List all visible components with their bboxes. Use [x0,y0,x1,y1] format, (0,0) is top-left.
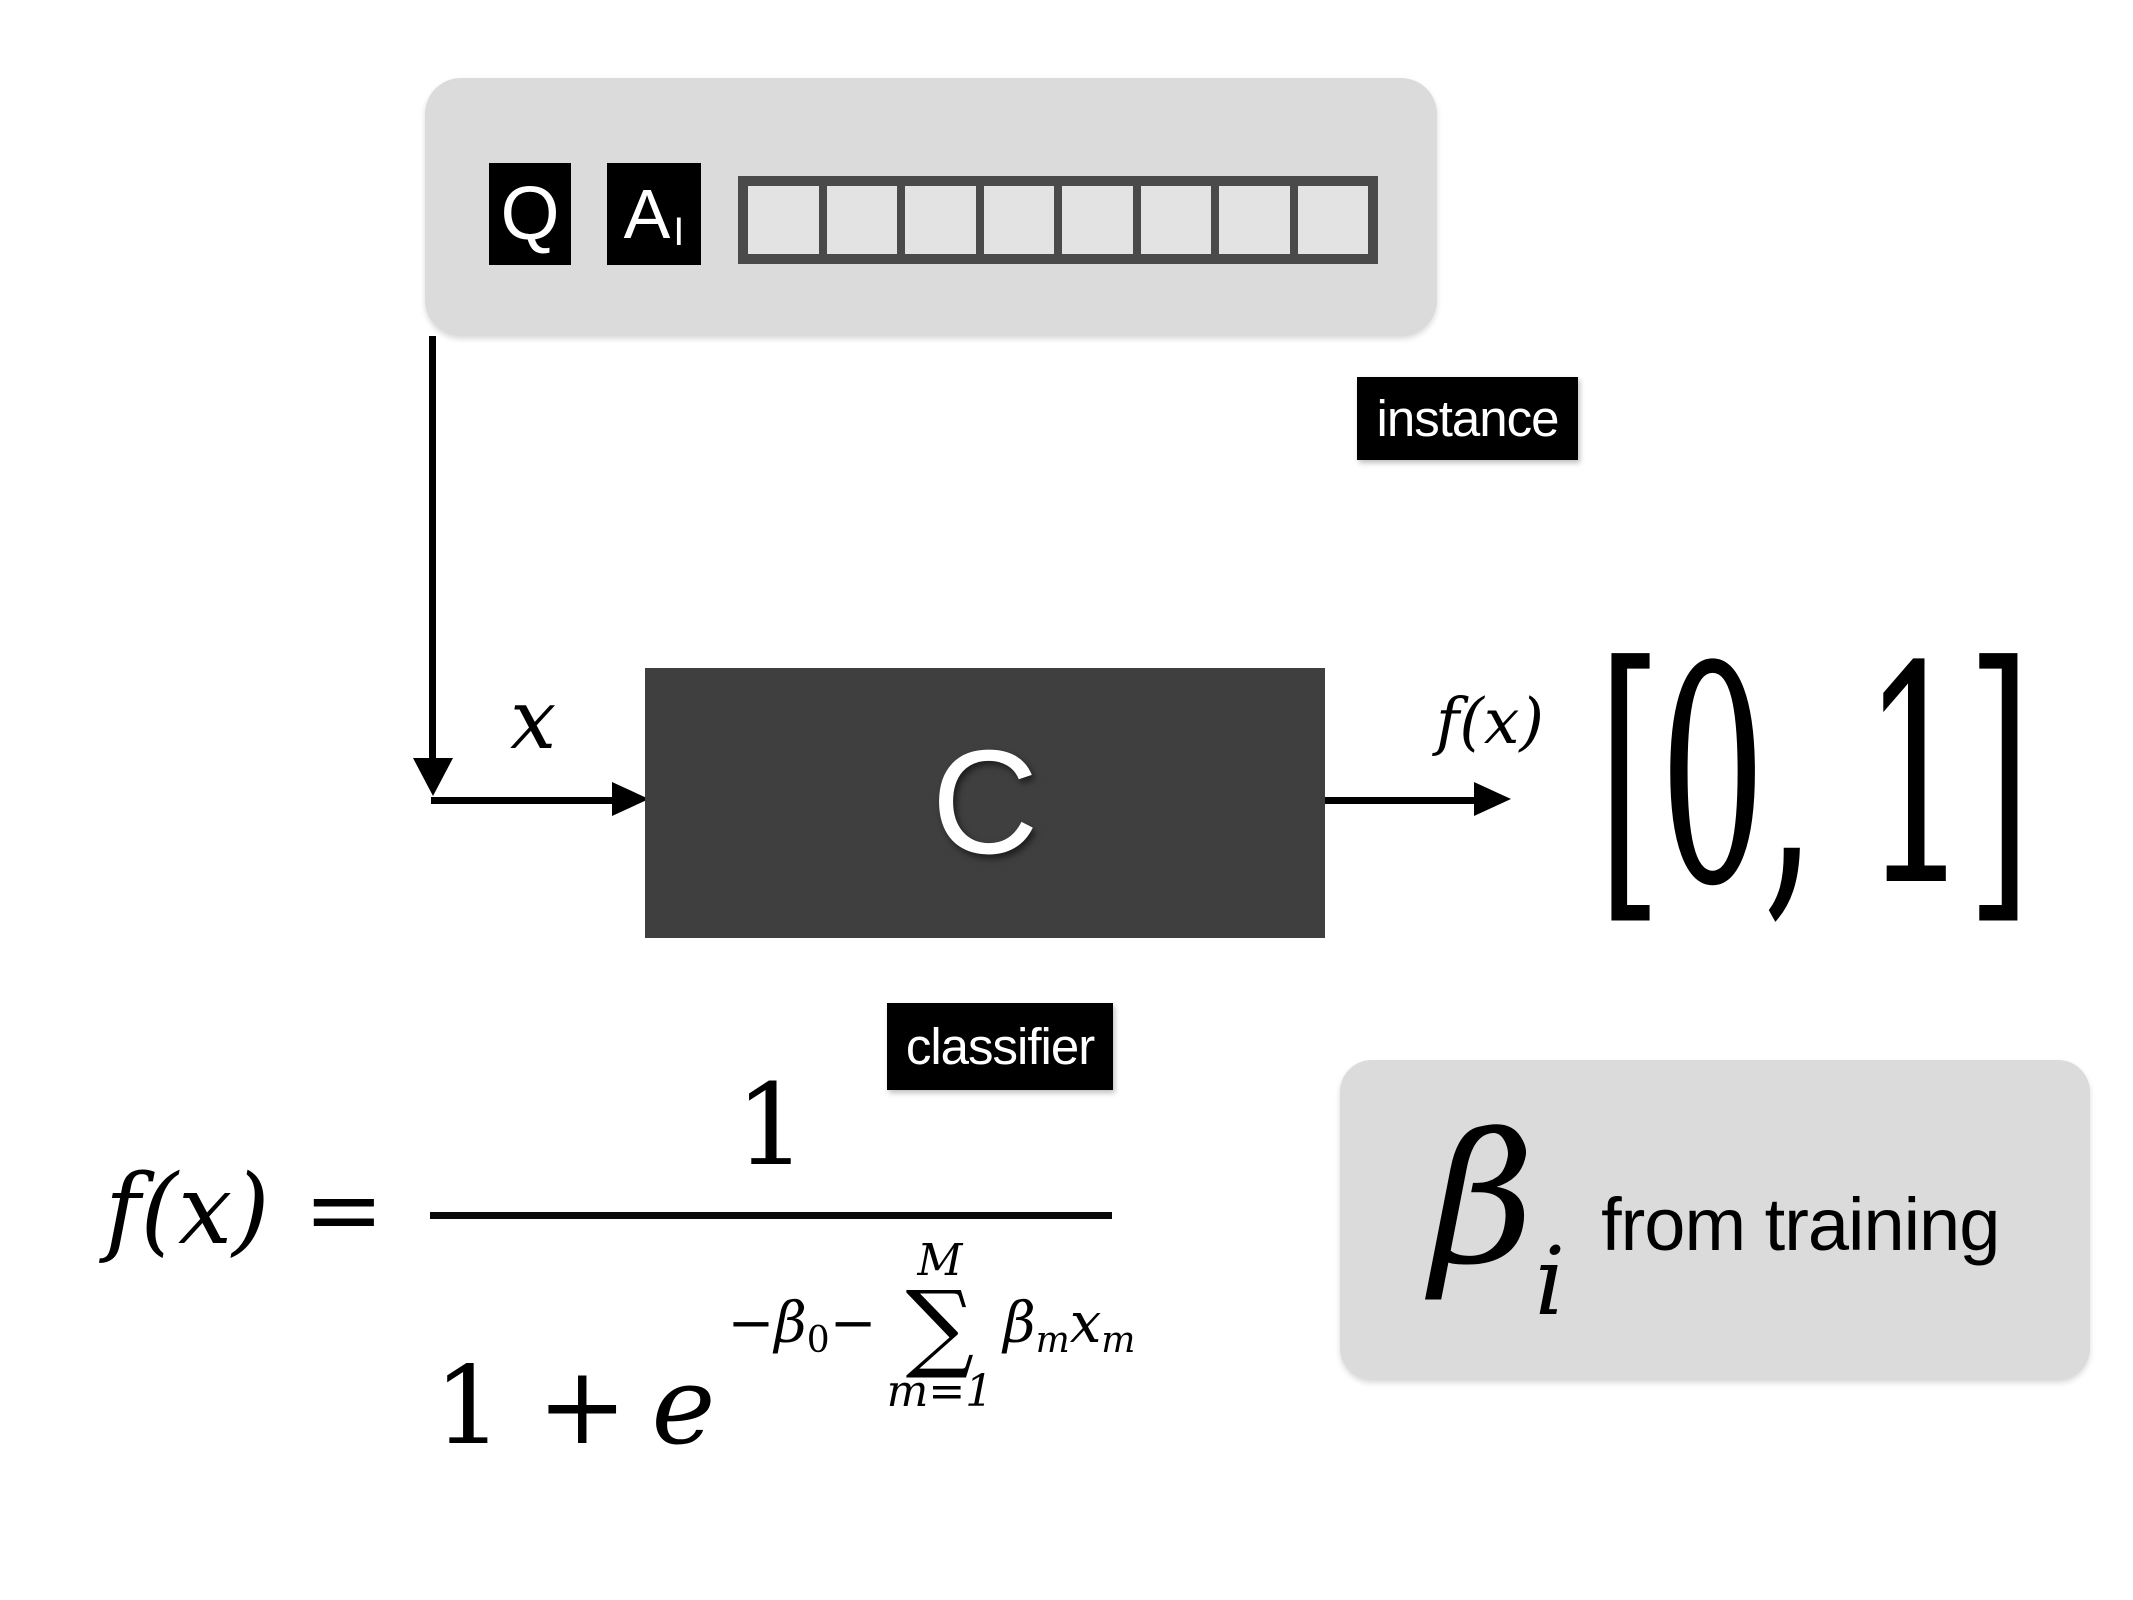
instance-badge-label: instance [1376,390,1560,447]
formula-fx: f(x) [105,1154,270,1266]
classifier-box: C [645,668,1325,938]
output-arrowhead-icon [1474,782,1511,816]
formula-equals: = [303,1154,385,1266]
feature-cell [905,186,976,254]
beta-subscript: i [1534,1226,1566,1337]
beta-symbol: βi [1430,1095,1566,1337]
classifier-badge-label: classifier [905,1018,1095,1075]
input-arrowhead-icon [612,782,649,816]
instance-arrow-line [429,336,436,760]
input-arrow-line [431,797,613,804]
feature-cell [1140,186,1211,254]
formula-numerator: 1 [735,1061,807,1191]
feature-cell [1219,186,1290,254]
instance-arrowhead-icon [413,758,453,796]
feature-cell [1297,186,1368,254]
question-token-label: Q [500,171,560,256]
exponent-group: −β0− M ∑ m=1 βmxm [727,1235,1136,1417]
formula-lhs: f(x)= [105,1162,384,1259]
exponent-betam-term: βmxm [1003,1290,1136,1361]
input-variable-label: x [510,673,557,768]
output-function-label: f(x) [1436,685,1545,758]
answer-token-label: A [623,175,671,253]
summation: M ∑ m=1 [886,1235,994,1417]
denominator-base: 1 +e [434,1344,716,1469]
sum-lower-limit: m=1 [886,1365,994,1417]
question-token-box: Q [489,163,571,265]
classifier-badge: classifier [887,1003,1113,1090]
answer-token-subscript: I [673,210,685,254]
formula-denominator: 1 +e −β0− M ∑ m=1 βmxm [430,1225,1135,1477]
feature-grid [738,176,1378,264]
formula-fraction: 1 1 +e −β0− M ∑ m=1 βmxm [430,1061,1135,1477]
classifier-letter: C [931,720,1039,885]
feature-cell [983,186,1054,254]
feature-cell [826,186,897,254]
feature-cell [748,186,819,254]
output-arrow-line [1325,797,1475,804]
sum-upper-limit: M [917,1235,963,1287]
output-range: [0, 1] [1597,603,2032,952]
euler-e: e [651,1344,716,1469]
feature-cell [1062,186,1133,254]
exponent-beta0-term: −β0− [727,1290,877,1361]
training-note-text: from training [1601,1182,2000,1266]
fraction-bar [430,1212,1112,1219]
training-note-box: βi from training [1340,1060,2090,1380]
sum-sigma-icon: ∑ [905,1270,975,1383]
instance-badge: instance [1357,377,1578,460]
